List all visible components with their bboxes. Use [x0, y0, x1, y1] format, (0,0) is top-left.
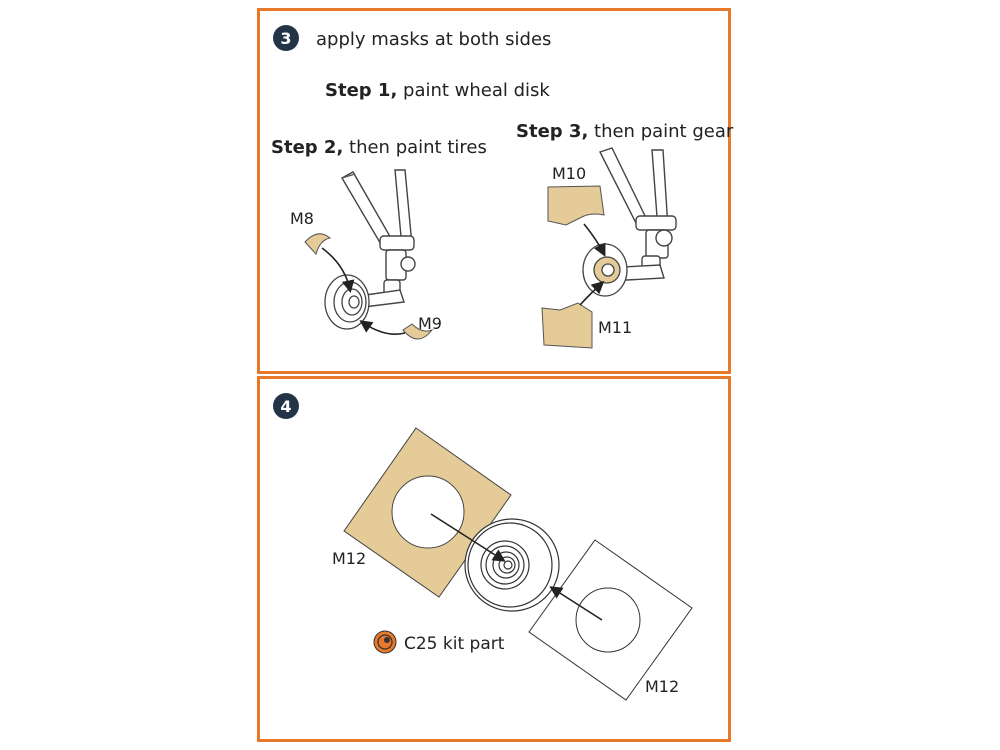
label-m11: M11 [598, 318, 633, 337]
wheel-right [582, 243, 628, 297]
mask-m10-shape [547, 185, 605, 226]
arrow-m11 [579, 280, 605, 306]
mask-m12-left-shape [343, 427, 512, 598]
mask-m12-right-shape [528, 539, 693, 701]
step-3-title: apply masks at both sides [316, 29, 552, 50]
mask-m11-shape [541, 302, 593, 349]
kit-part-icon [373, 630, 397, 654]
step-3-caption: Step 3, then paint gear [516, 121, 733, 142]
label-m10: M10 [552, 164, 587, 183]
arrow-m12-left [430, 513, 506, 562]
landing-gear-right [599, 147, 677, 282]
mask-m9-shape [402, 323, 434, 340]
wheel-left [324, 274, 370, 330]
mask-m8-shape [304, 233, 332, 255]
step-1-caption: Step 1, paint wheal disk [325, 80, 550, 101]
step-2-text: then paint tires [343, 137, 487, 158]
arrow-m9 [359, 320, 406, 335]
arrow-m8 [321, 247, 355, 294]
step-1-text: paint wheal disk [397, 80, 550, 101]
arrow-m10 [583, 223, 606, 257]
step-3-bold: Step 3, [516, 121, 589, 142]
arrow-m12-right [549, 586, 603, 621]
step-1-bold: Step 1, [325, 80, 398, 101]
step-2-caption: Step 2, then paint tires [271, 137, 487, 158]
wheel-step4 [464, 518, 560, 612]
kit-part-label: C25 kit part [404, 634, 505, 654]
step-4-badge: 4 [273, 393, 299, 419]
step-3-badge: 3 [273, 25, 299, 51]
label-m8: M8 [290, 209, 314, 228]
label-m12-right: M12 [645, 677, 680, 696]
step-2-bold: Step 2, [271, 137, 344, 158]
label-m12-left: M12 [332, 549, 367, 568]
label-m9: M9 [418, 314, 442, 333]
step-3-text: then paint gear [588, 121, 734, 142]
